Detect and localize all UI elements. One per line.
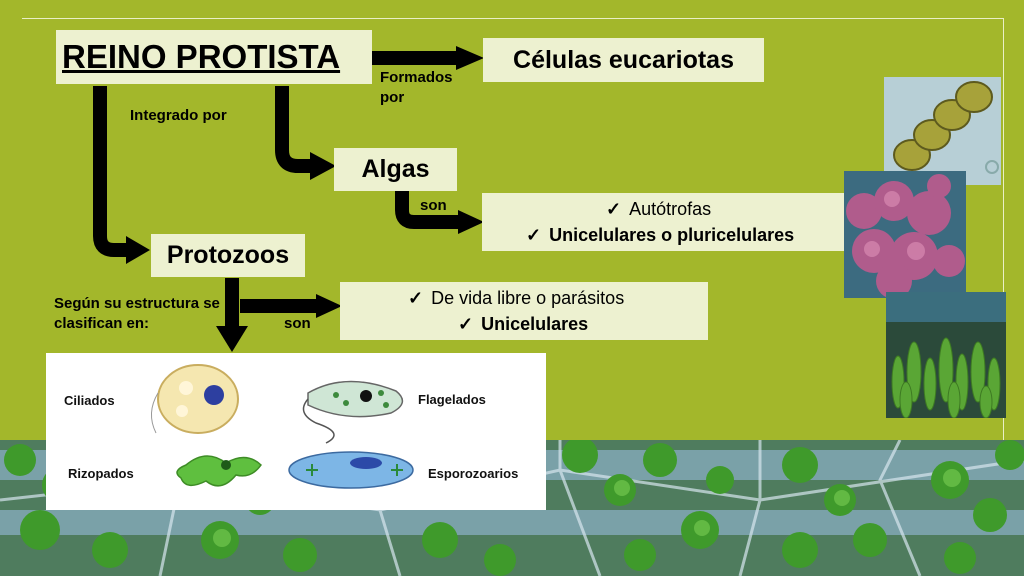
protozoos-traits-box: ✓De vida libre o parásitos ✓Unicelulares xyxy=(340,282,708,340)
flagelados-label: Flagelados xyxy=(418,392,486,407)
algas-traits-box: ✓Autótrofas ✓Unicelulares o pluricelular… xyxy=(482,193,844,251)
algas-box: Algas xyxy=(334,148,457,191)
esporozoario-illustration xyxy=(288,451,414,489)
son-algas-label: son xyxy=(420,197,447,214)
esporozoarios-label: Esporozoarios xyxy=(428,466,519,481)
cells-box: Células eucariotas xyxy=(483,38,764,82)
red-algae-image xyxy=(844,171,966,298)
ciliado-illustration xyxy=(151,364,239,434)
son-protozoos-label: son xyxy=(284,315,311,332)
check-icon: ✓ xyxy=(606,199,622,219)
protozoos-trait-item: ✓Unicelulares xyxy=(458,314,589,334)
slide-frame xyxy=(22,18,1004,558)
check-icon: ✓ xyxy=(526,225,542,245)
flagelado-illustration xyxy=(302,380,404,444)
title-box: REINO PROTISTA xyxy=(56,30,372,84)
ciliados-label: Ciliados xyxy=(64,393,115,408)
green-algae-image xyxy=(886,292,1006,418)
algas-trait-item: ✓Unicelulares o pluricelulares xyxy=(526,225,795,245)
protozoos-label: Protozoos xyxy=(166,241,290,269)
check-icon: ✓ xyxy=(408,288,424,308)
integrated-by-label: Integrado por xyxy=(130,107,227,124)
formed-by-label: Formados por xyxy=(380,69,453,106)
classify-by-label: Según su estructura se clasifican en: xyxy=(54,295,220,332)
algas-label: Algas xyxy=(361,155,430,183)
check-icon: ✓ xyxy=(458,314,474,334)
algas-trait-item: ✓Autótrofas xyxy=(606,199,712,219)
rizopados-label: Rizopados xyxy=(68,466,134,481)
protozoo-types-figure: Ciliados Flagelados Rizopados Esporozoar… xyxy=(46,353,546,510)
protozoos-box: Protozoos xyxy=(151,234,305,277)
page-title: REINO PROTISTA xyxy=(62,38,341,75)
protozoos-trait-item: ✓De vida libre o parásitos xyxy=(408,288,625,308)
cells-label: Células eucariotas xyxy=(513,45,734,74)
diatom-algae-image xyxy=(884,77,1001,185)
rizopodo-illustration xyxy=(176,455,262,487)
